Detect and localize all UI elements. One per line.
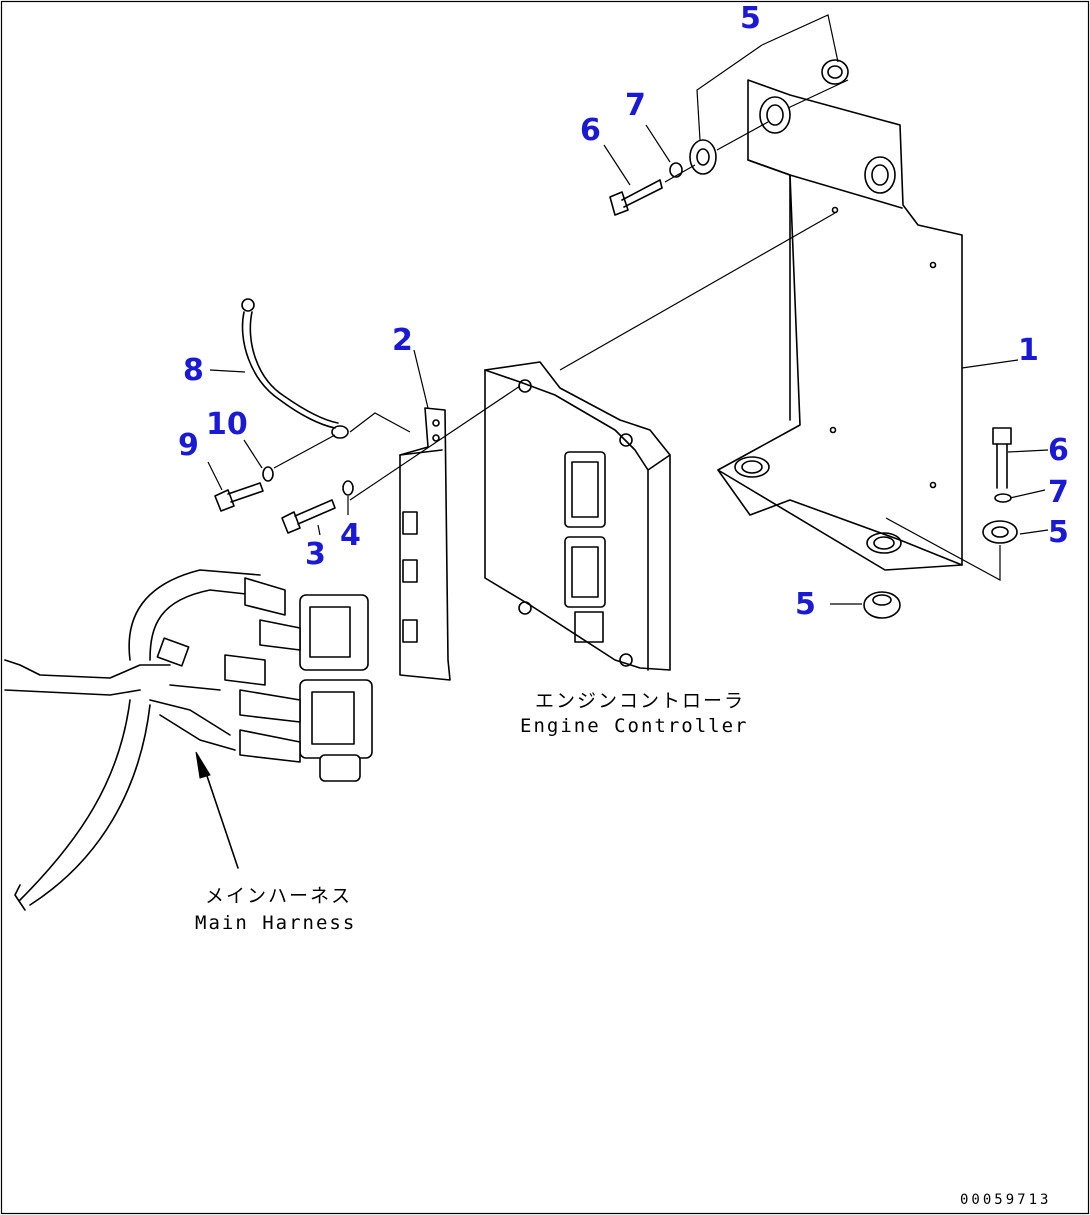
- callout-4: 4: [340, 518, 361, 553]
- callout-1: 1: [1018, 333, 1039, 368]
- part-1-mounting-bracket: [717, 79, 963, 571]
- callout-5-bottom: 5: [795, 587, 816, 622]
- callout-5-top: 5: [740, 1, 761, 36]
- callout-10: 10: [206, 407, 248, 442]
- callout-2: 2: [392, 323, 413, 358]
- callout-6-right: 6: [1048, 433, 1069, 468]
- engine-controller-label-jp: エンジンコントローラ: [535, 690, 745, 712]
- callout-9: 9: [178, 428, 199, 463]
- drawing-code: 00059713: [960, 1192, 1051, 1208]
- callout-6-top: 6: [580, 113, 601, 148]
- callout-8: 8: [183, 353, 204, 388]
- callout-7-top: 7: [625, 88, 646, 123]
- part-2-small-bracket: [399, 407, 451, 681]
- callout-numbers: 5 7 6 1 2 8 10 9 4 3 6 7 5 5: [178, 1, 1069, 622]
- leader-lines: [195, 14, 1049, 869]
- callout-3: 3: [305, 537, 326, 572]
- main-harness-label-en: Main Harness: [195, 912, 356, 934]
- callout-5-right: 5: [1048, 515, 1069, 550]
- main-harness-label-jp: メインハーネス: [205, 885, 352, 907]
- fasteners: [214, 59, 1018, 619]
- callout-7-right: 7: [1048, 475, 1069, 510]
- main-harness-assembly: [4, 569, 373, 911]
- engine-controller-unit: [484, 361, 671, 671]
- engine-controller-label-en: Engine Controller: [520, 715, 748, 737]
